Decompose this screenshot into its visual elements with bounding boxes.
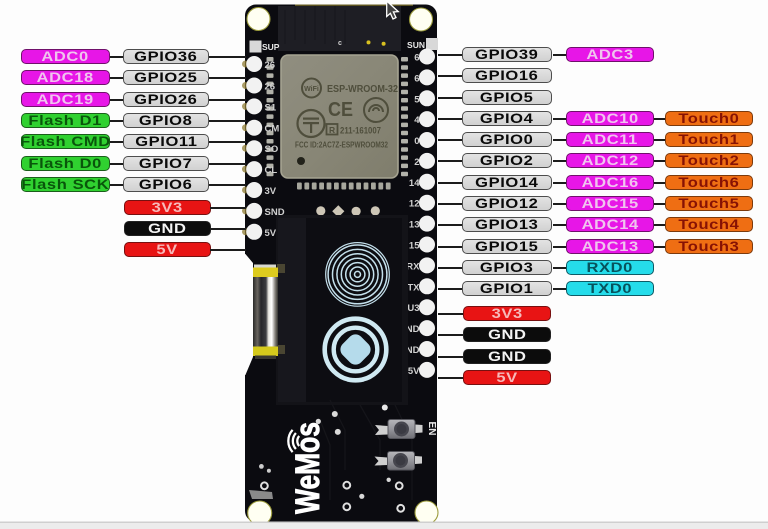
svg-text:CL: CL <box>265 165 278 176</box>
svg-text:SO: SO <box>265 144 279 155</box>
svg-text:CM: CM <box>265 124 280 135</box>
svg-text:3U3: 3U3 <box>402 303 419 314</box>
svg-text:0: 0 <box>414 136 419 147</box>
svg-text:6: 6 <box>414 73 419 84</box>
svg-text:FCC ID:2AC7Z-ESPWROOM32: FCC ID:2AC7Z-ESPWROOM32 <box>295 140 388 150</box>
svg-text:5V: 5V <box>408 366 420 377</box>
svg-text:14: 14 <box>409 178 420 189</box>
svg-text:4: 4 <box>414 115 420 126</box>
svg-text:EN: EN <box>426 422 437 436</box>
svg-text:SUP: SUP <box>262 42 280 52</box>
svg-text:26: 26 <box>265 82 276 93</box>
svg-text:5: 5 <box>414 94 420 105</box>
svg-text:26: 26 <box>265 60 276 71</box>
svg-text:12: 12 <box>409 199 420 210</box>
svg-text:5V: 5V <box>265 228 277 239</box>
svg-text:2: 2 <box>414 157 419 168</box>
svg-text:211-161007: 211-161007 <box>340 126 381 136</box>
svg-text:3V: 3V <box>265 186 277 197</box>
svg-text:WiFi: WiFi <box>304 86 319 93</box>
svg-text:RX: RX <box>406 261 420 272</box>
svg-text:13: 13 <box>409 220 420 231</box>
svg-text:ND: ND <box>406 345 420 356</box>
svg-text:CE: CE <box>328 99 353 121</box>
svg-text:c: c <box>338 40 342 47</box>
svg-text:SUN: SUN <box>407 40 425 50</box>
svg-text:S1: S1 <box>265 102 277 113</box>
svg-text:ESP-WROOM-32: ESP-WROOM-32 <box>327 84 398 95</box>
svg-text:ND: ND <box>406 324 420 335</box>
svg-text:SND: SND <box>265 207 285 218</box>
svg-text:15: 15 <box>409 241 420 252</box>
svg-text:TX: TX <box>407 282 420 293</box>
svg-text:WeMos: WeMos <box>289 422 327 514</box>
svg-text:6: 6 <box>414 53 419 64</box>
svg-text:R: R <box>329 125 335 135</box>
